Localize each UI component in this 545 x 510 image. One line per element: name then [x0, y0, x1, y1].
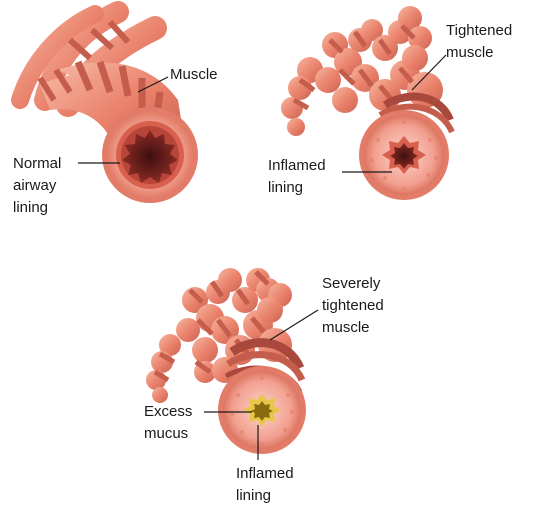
label-normal-2: airway	[13, 177, 57, 194]
label-severely-1: Severely	[322, 275, 381, 292]
asthma-airway-cross-section	[359, 110, 449, 200]
label-excess-1: Excess	[144, 403, 192, 420]
normal-airway-cross-section	[102, 107, 198, 203]
panel-severe-airway: Severely tightened muscle Excess mucus I…	[144, 268, 384, 504]
label-severely-3: muscle	[322, 319, 370, 336]
label-severely-2: tightened	[322, 297, 384, 314]
severe-airway-cross-section	[218, 366, 306, 454]
label-inflamed-1: Inflamed	[268, 157, 326, 174]
label-inflamed-2: lining	[268, 179, 303, 196]
panel-normal-airway: Muscle Normal airway lining	[13, 12, 218, 216]
label-excess-2: mucus	[144, 425, 188, 442]
panel-asthma-airway: Tightened muscle Inflamed lining	[268, 6, 512, 200]
label-inflamed-severe-1: Inflamed	[236, 465, 294, 482]
label-tightened-1: Tightened	[446, 22, 512, 39]
label-normal-1: Normal	[13, 155, 61, 172]
label-inflamed-severe-2: lining	[236, 487, 271, 504]
label-muscle-normal: Muscle	[170, 66, 218, 83]
label-normal-3: lining	[13, 199, 48, 216]
label-tightened-2: muscle	[446, 44, 494, 61]
